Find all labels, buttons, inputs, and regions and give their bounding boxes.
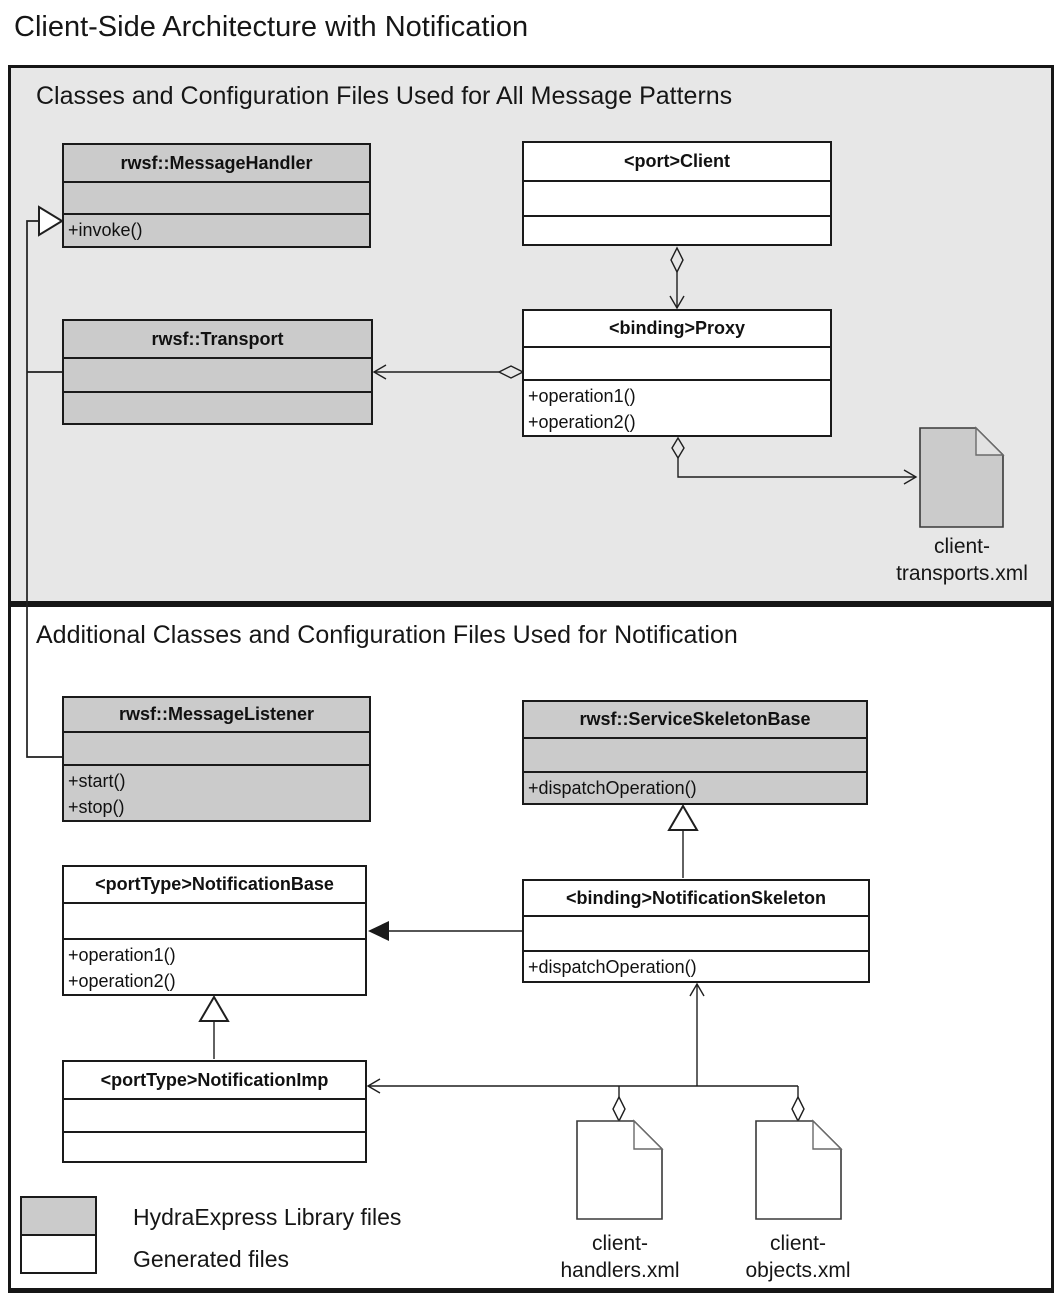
class-operations: +operation1() +operation2() [64,940,365,994]
class-title: <portType>NotificationBase [64,867,365,905]
operation: +invoke() [68,220,143,240]
class-attributes [524,917,868,952]
legend-library-swatch [20,1196,97,1236]
class-attributes [64,183,369,215]
class-operations: +dispatchOperation() [524,773,866,803]
file-label-client-objects: client- objects.xml [708,1230,888,1284]
file-label-line: transports.xml [896,562,1028,585]
section-heading: Additional Classes and Configuration Fil… [36,621,738,649]
class-attributes [64,359,371,393]
file-label-line: handlers.xml [560,1259,680,1282]
class-title: rwsf::ServiceSkeletonBase [524,702,866,739]
page-title: Client-Side Architecture with Notificati… [14,11,529,43]
operation: +operation2() [528,412,636,432]
class-operations: +invoke() [64,215,369,246]
aggregation-diamond-icon [497,365,525,379]
operation: +operation1() [68,945,176,965]
class-binding-notificationskeleton: <binding>NotificationSkeleton +dispatchO… [522,879,870,983]
class-rwsf-messagehandler: rwsf::MessageHandler +invoke() [62,143,371,248]
file-label-line: client- [769,1232,827,1255]
proxy-transportsxml-line [677,458,916,478]
operation: +dispatchOperation() [528,957,697,977]
class-title: <portType>NotificationImp [64,1062,365,1100]
aggregation-diamond-icon [671,436,685,460]
open-arrow-icon [689,982,705,997]
open-arrow-icon [903,469,918,485]
class-porttype-notificationimp: <portType>NotificationImp [62,1060,367,1163]
generalization-spine [26,220,62,758]
legend-generated-label: Generated files [133,1246,289,1272]
legend-library-label: HydraExpress Library files [133,1204,402,1230]
file-fold-icon [633,1119,664,1150]
class-title: <binding>NotificationSkeleton [524,881,868,917]
operation: +dispatchOperation() [528,778,697,798]
class-attributes [524,182,830,217]
legend [20,1196,97,1274]
operation: +stop() [68,797,125,817]
file-label-line: client- [591,1232,649,1255]
class-attributes [64,733,369,766]
class-title: rwsf::MessageHandler [64,145,369,183]
aggregation-diamond-icon [791,1095,805,1123]
file-fold-icon [812,1119,843,1150]
operation: +operation1() [528,386,636,406]
generalization-triangle-icon [198,995,230,1022]
class-attributes [524,348,830,381]
open-arrow-icon [669,295,685,310]
class-operations: +dispatchOperation() [524,952,868,981]
filled-arrow-icon [368,921,389,941]
file-label-client-handlers: client- handlers.xml [530,1230,710,1284]
class-port-client: <port>Client [522,141,832,246]
aggregation-diamond-icon [612,1095,626,1123]
class-operations: +operation1() +operation2() [524,381,830,435]
open-arrow-icon [372,364,387,380]
class-operations [64,393,371,423]
aggregation-diamond-icon [670,246,684,274]
operation: +start() [68,771,126,791]
section-heading: Classes and Configuration Files Used for… [36,82,733,110]
class-rwsf-serviceskeletonbase: rwsf::ServiceSkeletonBase +dispatchOpera… [522,700,868,805]
class-binding-proxy: <binding>Proxy +operation1() +operation2… [522,309,832,437]
class-operations [64,1133,365,1161]
class-rwsf-transport: rwsf::Transport [62,319,373,425]
class-attributes [64,904,365,940]
generalization-triangle-icon [667,804,699,831]
class-title: rwsf::Transport [64,321,371,359]
generalization-triangle-icon [38,205,64,237]
operation: +operation2() [68,971,176,991]
class-operations: +start() +stop() [64,766,369,820]
class-operations [524,217,830,244]
class-title: <binding>Proxy [524,311,830,348]
class-title: rwsf::MessageListener [64,698,369,733]
class-attributes [64,1100,365,1133]
class-title: <port>Client [524,143,830,182]
file-label-line: objects.xml [745,1259,851,1282]
file-fold-icon [975,426,1005,456]
open-arrow-icon [366,1078,381,1094]
file-label-client-transports: client- transports.xml [872,533,1052,587]
legend-generated-swatch [20,1234,97,1274]
class-porttype-notificationbase: <portType>NotificationBase +operation1()… [62,865,367,996]
class-rwsf-messagelistener: rwsf::MessageListener +start() +stop() [62,696,371,822]
file-label-line: client- [933,535,991,558]
class-attributes [524,739,866,773]
